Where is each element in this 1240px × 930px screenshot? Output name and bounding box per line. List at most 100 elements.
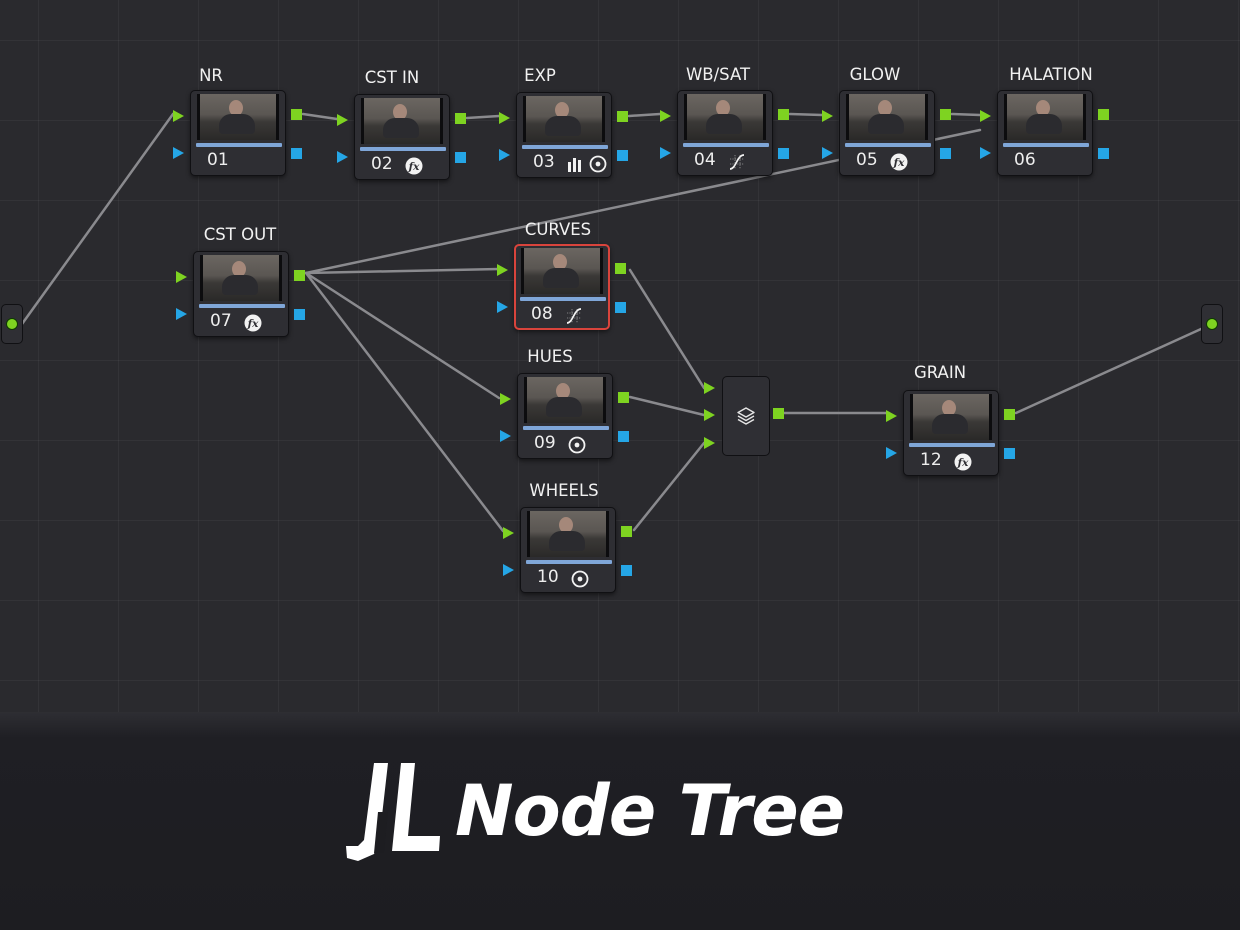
wb-sat-rgb-input[interactable] <box>660 110 671 122</box>
nr-alpha-output[interactable] <box>291 148 302 159</box>
node-key-bar <box>1003 143 1089 147</box>
node-nr[interactable]: 01 <box>190 90 286 176</box>
grain-rgb-output[interactable] <box>1004 409 1015 420</box>
node-hues[interactable]: 09 <box>517 373 613 459</box>
mixer-rgb-output[interactable] <box>773 408 784 419</box>
cst-in-alpha-input[interactable] <box>337 151 348 163</box>
mixer-input-3[interactable] <box>704 437 715 449</box>
node-key-bar <box>526 560 612 564</box>
node-key-bar <box>523 426 609 430</box>
cst-in-rgb-input[interactable] <box>337 114 348 126</box>
curves-alpha-output[interactable] <box>615 302 626 313</box>
mixer-input-1[interactable] <box>704 382 715 394</box>
exp-alpha-input[interactable] <box>499 149 510 161</box>
cst-out-rgb-output[interactable] <box>294 270 305 281</box>
fx-icon: fx <box>954 453 972 471</box>
node-key-bar <box>683 143 769 147</box>
glow-alpha-input[interactable] <box>822 147 833 159</box>
node-curves[interactable]: 08 <box>514 244 610 330</box>
node-tools: fx <box>954 453 972 471</box>
cst-out-alpha-input[interactable] <box>176 308 187 320</box>
node-label-halation: HALATION <box>1009 65 1093 84</box>
hues-rgb-input[interactable] <box>500 393 511 405</box>
node-halation[interactable]: 06 <box>997 90 1093 176</box>
node-thumbnail <box>524 377 606 423</box>
node-tools <box>567 155 607 173</box>
node-label-grain: GRAIN <box>913 363 967 382</box>
wheels-rgb-output[interactable] <box>621 526 632 537</box>
cst-out-alpha-output[interactable] <box>294 309 305 320</box>
node-thumbnail <box>523 96 605 142</box>
node-wb-sat[interactable]: 04 <box>677 90 773 176</box>
node-number: 10 <box>537 567 559 587</box>
wb-sat-rgb-output[interactable] <box>778 109 789 120</box>
curves-alpha-input[interactable] <box>497 301 508 313</box>
grain-alpha-input[interactable] <box>886 447 897 459</box>
output-port-icon[interactable] <box>1206 318 1218 330</box>
exp-rgb-output[interactable] <box>617 111 628 122</box>
node-glow[interactable]: 05 fx <box>839 90 935 176</box>
mixer-input-2[interactable] <box>704 409 715 421</box>
node-tools <box>571 570 589 588</box>
halation-rgb-output[interactable] <box>1098 109 1109 120</box>
halation-alpha-output[interactable] <box>1098 148 1109 159</box>
node-tools: fx <box>244 314 262 332</box>
input-port-icon[interactable] <box>6 318 18 330</box>
wb-sat-alpha-input[interactable] <box>660 147 671 159</box>
cst-in-rgb-output[interactable] <box>455 113 466 124</box>
node-key-bar <box>196 143 282 147</box>
node-tools: fx <box>890 153 908 171</box>
node-label-nr: NR <box>199 66 223 85</box>
wire-curves-to-mixer <box>628 268 706 390</box>
jl-logo <box>346 763 440 861</box>
node-exp[interactable]: 03 <box>516 92 612 178</box>
fx-icon: fx <box>890 153 908 171</box>
cst-in-alpha-output[interactable] <box>455 152 466 163</box>
wheels-rgb-input[interactable] <box>503 527 514 539</box>
node-thumbnail <box>197 94 279 140</box>
halation-alpha-input[interactable] <box>980 147 991 159</box>
grain-rgb-input[interactable] <box>886 410 897 422</box>
hues-alpha-output[interactable] <box>618 431 629 442</box>
node-number: 08 <box>531 304 553 324</box>
grain-alpha-output[interactable] <box>1004 448 1015 459</box>
svg-text:fx: fx <box>957 457 970 469</box>
cst-out-rgb-input[interactable] <box>176 271 187 283</box>
glow-alpha-output[interactable] <box>940 148 951 159</box>
nr-rgb-output[interactable] <box>291 109 302 120</box>
node-number: 03 <box>533 152 555 172</box>
output-node[interactable] <box>1201 304 1223 344</box>
node-number: 05 <box>856 150 878 170</box>
hues-rgb-output[interactable] <box>618 392 629 403</box>
node-key-bar <box>909 443 995 447</box>
node-thumbnail <box>200 255 282 301</box>
wheels-alpha-input[interactable] <box>503 564 514 576</box>
nr-alpha-input[interactable] <box>173 147 184 159</box>
node-number: 01 <box>207 150 229 170</box>
node-number: 09 <box>534 433 556 453</box>
glow-rgb-output[interactable] <box>940 109 951 120</box>
layers-icon <box>737 407 755 425</box>
nr-rgb-input[interactable] <box>173 110 184 122</box>
circle-dot-icon <box>589 155 607 173</box>
wheels-alpha-output[interactable] <box>621 565 632 576</box>
curves-rgb-input[interactable] <box>497 264 508 276</box>
curves-rgb-output[interactable] <box>615 263 626 274</box>
layer-mixer-node[interactable] <box>722 376 770 456</box>
node-wheels[interactable]: 10 <box>520 507 616 593</box>
node-thumbnail <box>521 248 603 294</box>
wire-wheels-to-mixer <box>632 441 706 532</box>
input-node[interactable] <box>1 304 23 344</box>
halation-rgb-input[interactable] <box>980 110 991 122</box>
exp-alpha-output[interactable] <box>617 150 628 161</box>
hues-alpha-input[interactable] <box>500 430 511 442</box>
wb-sat-alpha-output[interactable] <box>778 148 789 159</box>
glow-rgb-input[interactable] <box>822 110 833 122</box>
exp-rgb-input[interactable] <box>499 112 510 124</box>
node-key-bar <box>845 143 931 147</box>
wire-cstout-to-wheels <box>304 271 505 533</box>
